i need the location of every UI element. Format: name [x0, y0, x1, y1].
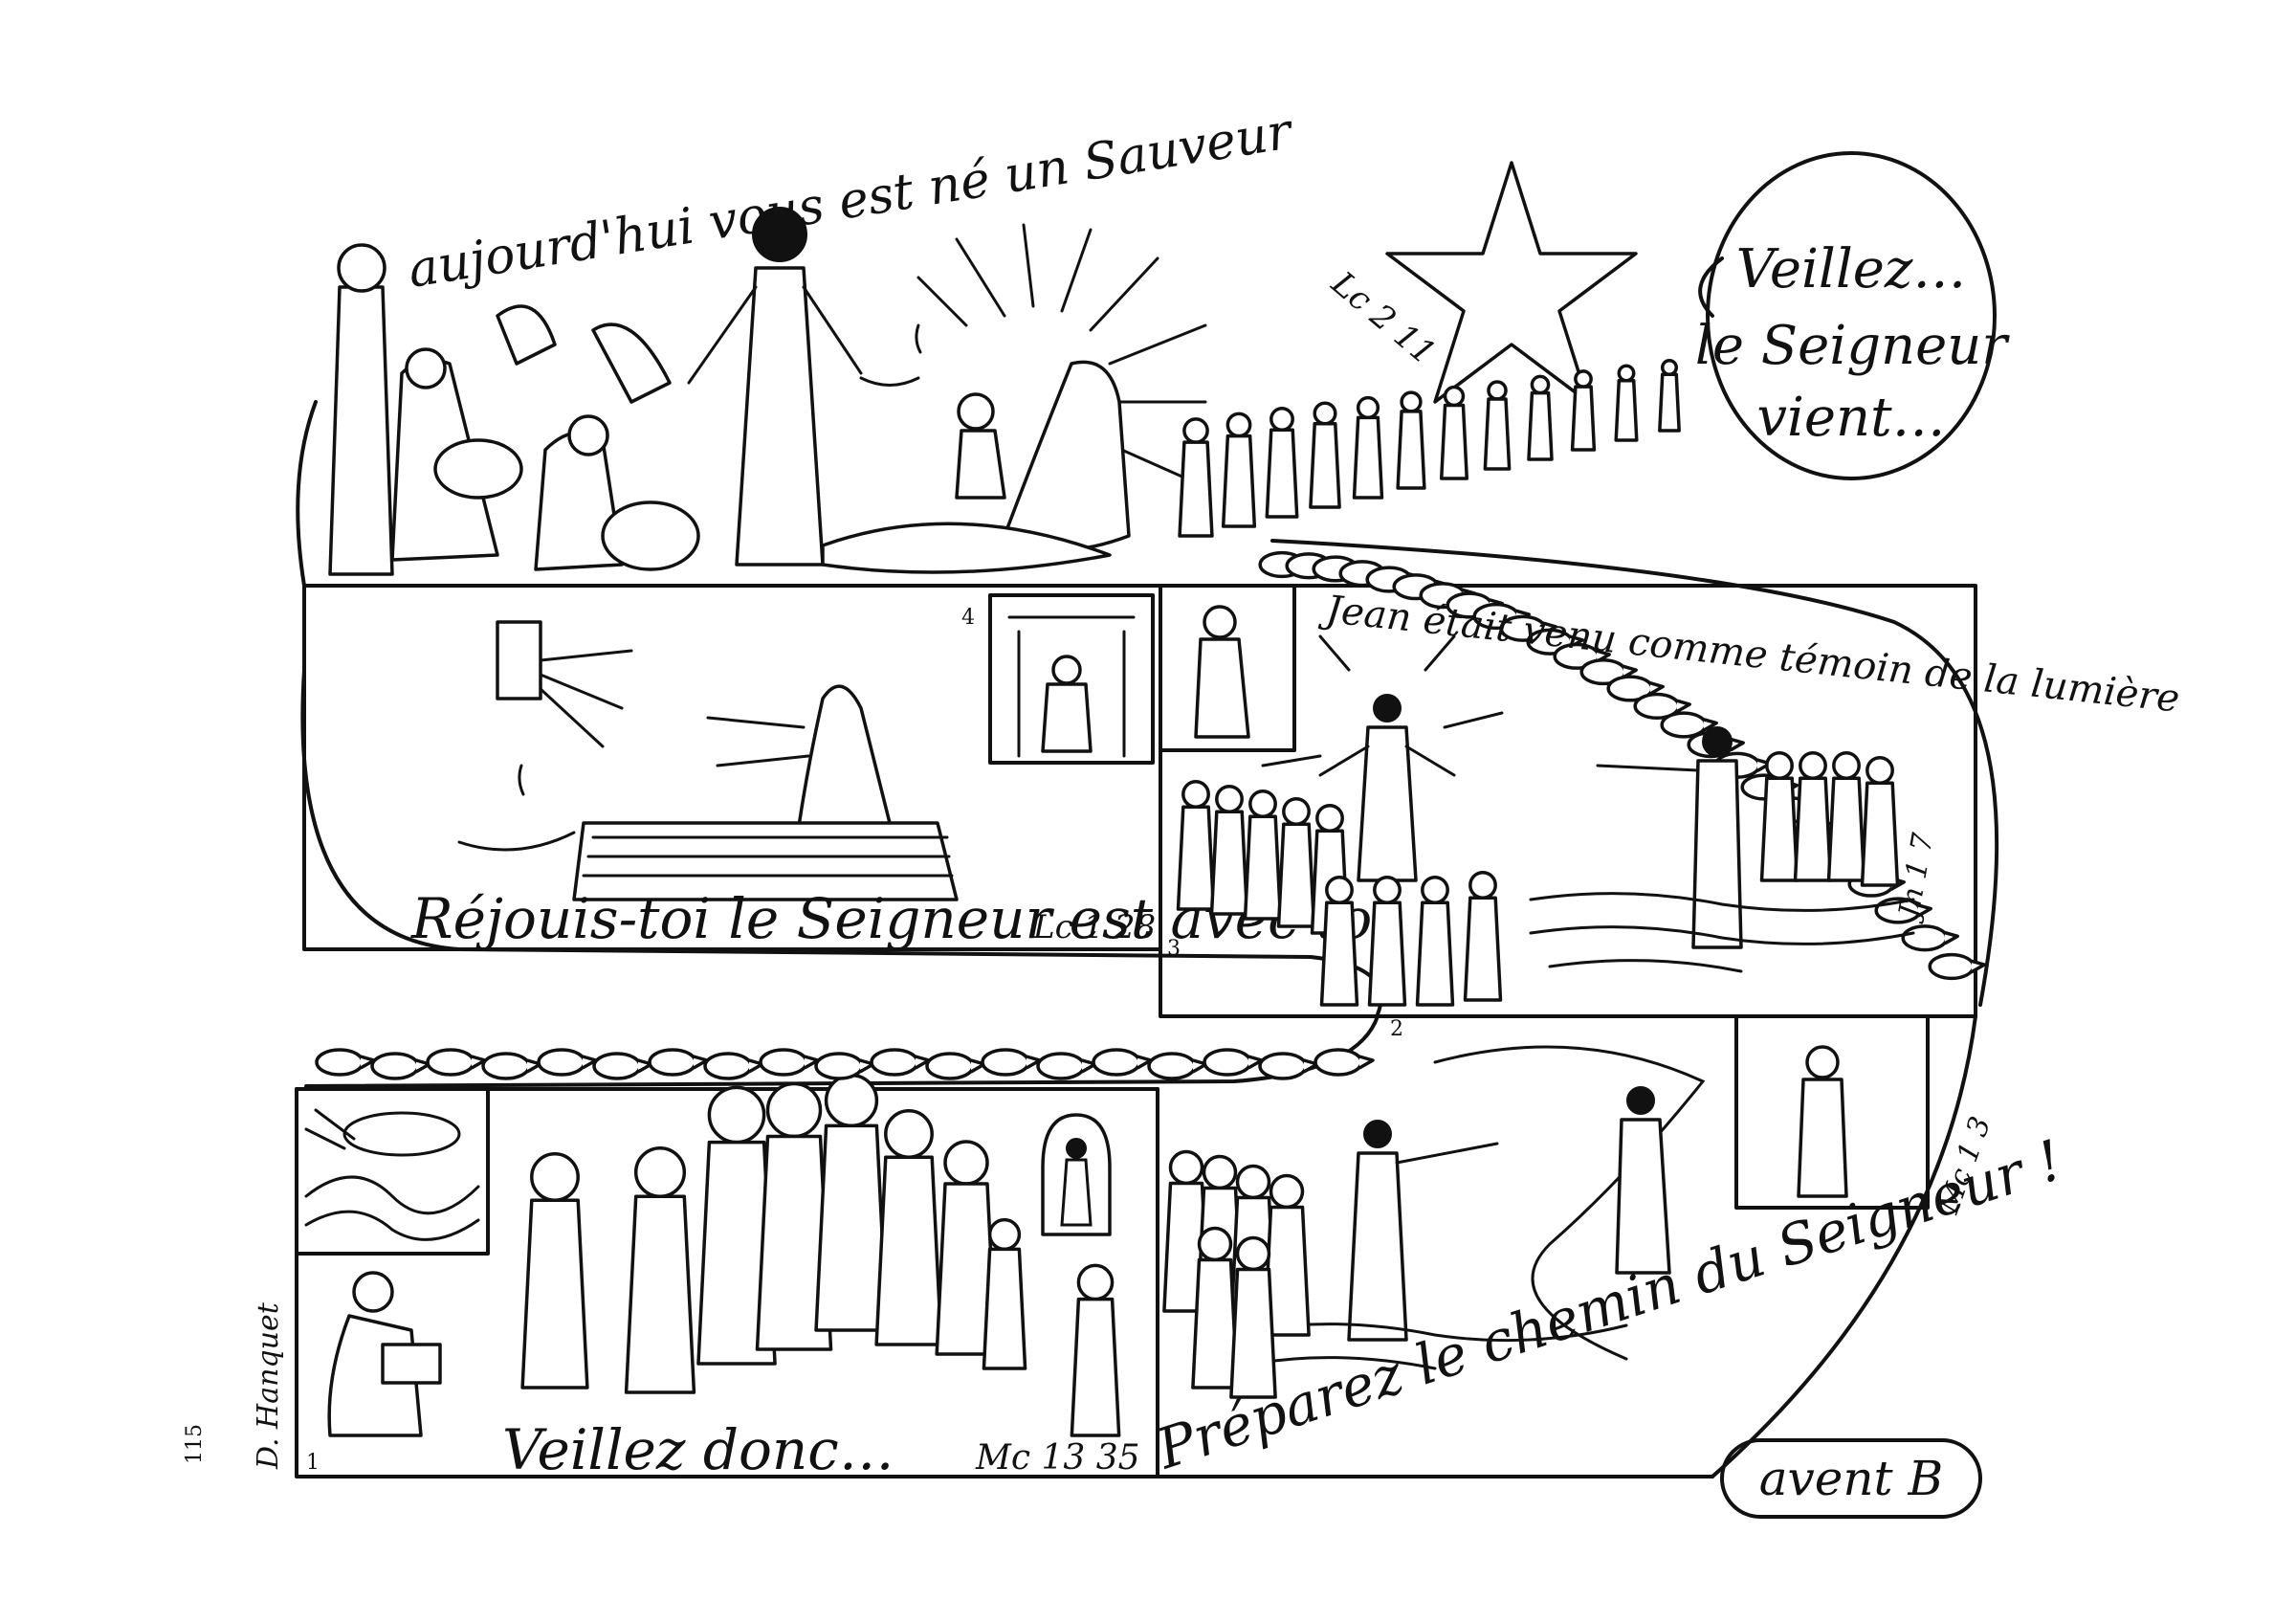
sheep-icon: [981, 1048, 1042, 1077]
sheep-icon: [426, 1048, 487, 1077]
panel-4-number: 4: [961, 606, 975, 630]
sheep-icon: [1660, 711, 1718, 739]
crowd-figure: [1793, 751, 1833, 882]
crowd-figure: [1263, 1173, 1311, 1337]
pilgrim-figure: [1658, 358, 1681, 433]
sheep-icon: [481, 1052, 542, 1080]
crowd-figure: [1229, 1235, 1277, 1399]
pilgrim-figure: [1265, 407, 1299, 519]
sheep-icon: [1147, 1052, 1208, 1080]
crowd-figure: [1209, 785, 1249, 916]
panel-4: 4 Réjouis-toi le Seigneur est avec toi L…: [410, 593, 1390, 951]
top-banner-text: aujourd'hui vous est né un Sauveur: [405, 102, 1298, 300]
artist-signature: D. Hanquet: [252, 1301, 285, 1470]
bubble-line-1: Veillez…: [1736, 238, 1967, 300]
panel-3-ref: Jn 1 7: [1891, 830, 1940, 925]
sheep-icon: [870, 1048, 931, 1077]
crowd-figure: [1276, 797, 1316, 928]
sheep-icon: [703, 1052, 764, 1080]
waiting-figure: [696, 1085, 777, 1366]
waiting-figure: [814, 1073, 889, 1332]
panel-3-number: 3: [1167, 937, 1181, 961]
crowd-figure: [1759, 751, 1799, 882]
pilgrim-figure: [1483, 380, 1512, 471]
crowd-figure: [1860, 756, 1900, 887]
waiting-figure: [982, 1217, 1027, 1370]
sheep-icon: [370, 1052, 431, 1080]
sheep-flock: [315, 1048, 1375, 1080]
star-icon: [1385, 161, 1638, 404]
crowd-figure: [1319, 876, 1359, 1007]
sheep-icon: [1258, 1052, 1319, 1080]
waiting-figure: [755, 1081, 833, 1351]
pilgrim-figure: [1570, 369, 1597, 452]
panel-1-text: Veillez donc…: [502, 1417, 894, 1482]
page-number: 115: [183, 1424, 207, 1464]
sheep-icon: [814, 1052, 875, 1080]
pilgrim-figure: [1614, 364, 1639, 442]
panel-1-number: 1: [306, 1451, 320, 1475]
sheep-icon: [1633, 692, 1691, 721]
crowd-figure: [1463, 871, 1503, 1002]
panel-2-number: 2: [1390, 1017, 1403, 1041]
sheep-icon: [1901, 924, 1959, 952]
sheep-icon: [1092, 1048, 1153, 1077]
sheep-icon: [537, 1048, 598, 1077]
waiting-figure: [935, 1140, 998, 1356]
crowd-figure: [1367, 876, 1407, 1007]
crowd-figure: [1243, 789, 1283, 921]
sheep-icon: [1203, 1048, 1264, 1077]
sheep-icon: [1314, 1048, 1375, 1077]
sheep-icon: [1606, 675, 1665, 702]
pilgrim-figure: [1221, 411, 1257, 528]
sheep-icon: [648, 1048, 709, 1077]
crowd-figure: [1826, 751, 1866, 882]
sheep-icon: [315, 1048, 376, 1077]
season-label: avent B: [1759, 1451, 1944, 1506]
pilgrim-figure: [1440, 385, 1468, 480]
panel-1: 1 Veillez donc… Mc 13 35: [295, 1073, 1140, 1482]
bubble: Veillez… le Seigneur vient…: [1695, 151, 2010, 480]
waiting-figure: [874, 1109, 943, 1346]
pilgrim-figure: [1527, 374, 1554, 461]
pilgrim-figure: [1178, 417, 1214, 538]
sheep-icon: [1928, 952, 1986, 981]
panel-4-ref: Lc 1 28: [1032, 908, 1156, 946]
sheep-icon: [592, 1052, 653, 1080]
panel-2: 2 Préparez le chemin du Seigneur ! Mc 1 …: [1148, 1014, 2070, 1482]
pilgrim-figure: [1396, 390, 1426, 490]
crowd-figure: [1176, 780, 1216, 911]
waiting-figure: [624, 1145, 696, 1394]
sheep-icon: [1579, 657, 1638, 686]
bubble-line-3: vient…: [1756, 387, 1945, 449]
waiting-figure: [1070, 1263, 1121, 1437]
pilgrim-figure: [1352, 395, 1384, 500]
sheep-icon: [759, 1048, 820, 1077]
waiting-figure: [520, 1152, 589, 1390]
season-badge: avent B: [1720, 1438, 1982, 1519]
pilgrim-figure: [1309, 401, 1341, 509]
panel-1-ref: Mc 13 35: [975, 1438, 1140, 1478]
sheep-icon: [925, 1052, 986, 1080]
crowd-figure: [1415, 876, 1455, 1007]
sheep-icon: [1036, 1052, 1097, 1080]
bubble-line-2: le Seigneur: [1695, 315, 2010, 377]
panel-3-text: Jean était venu comme témoin de la lumiè…: [1317, 587, 2181, 721]
